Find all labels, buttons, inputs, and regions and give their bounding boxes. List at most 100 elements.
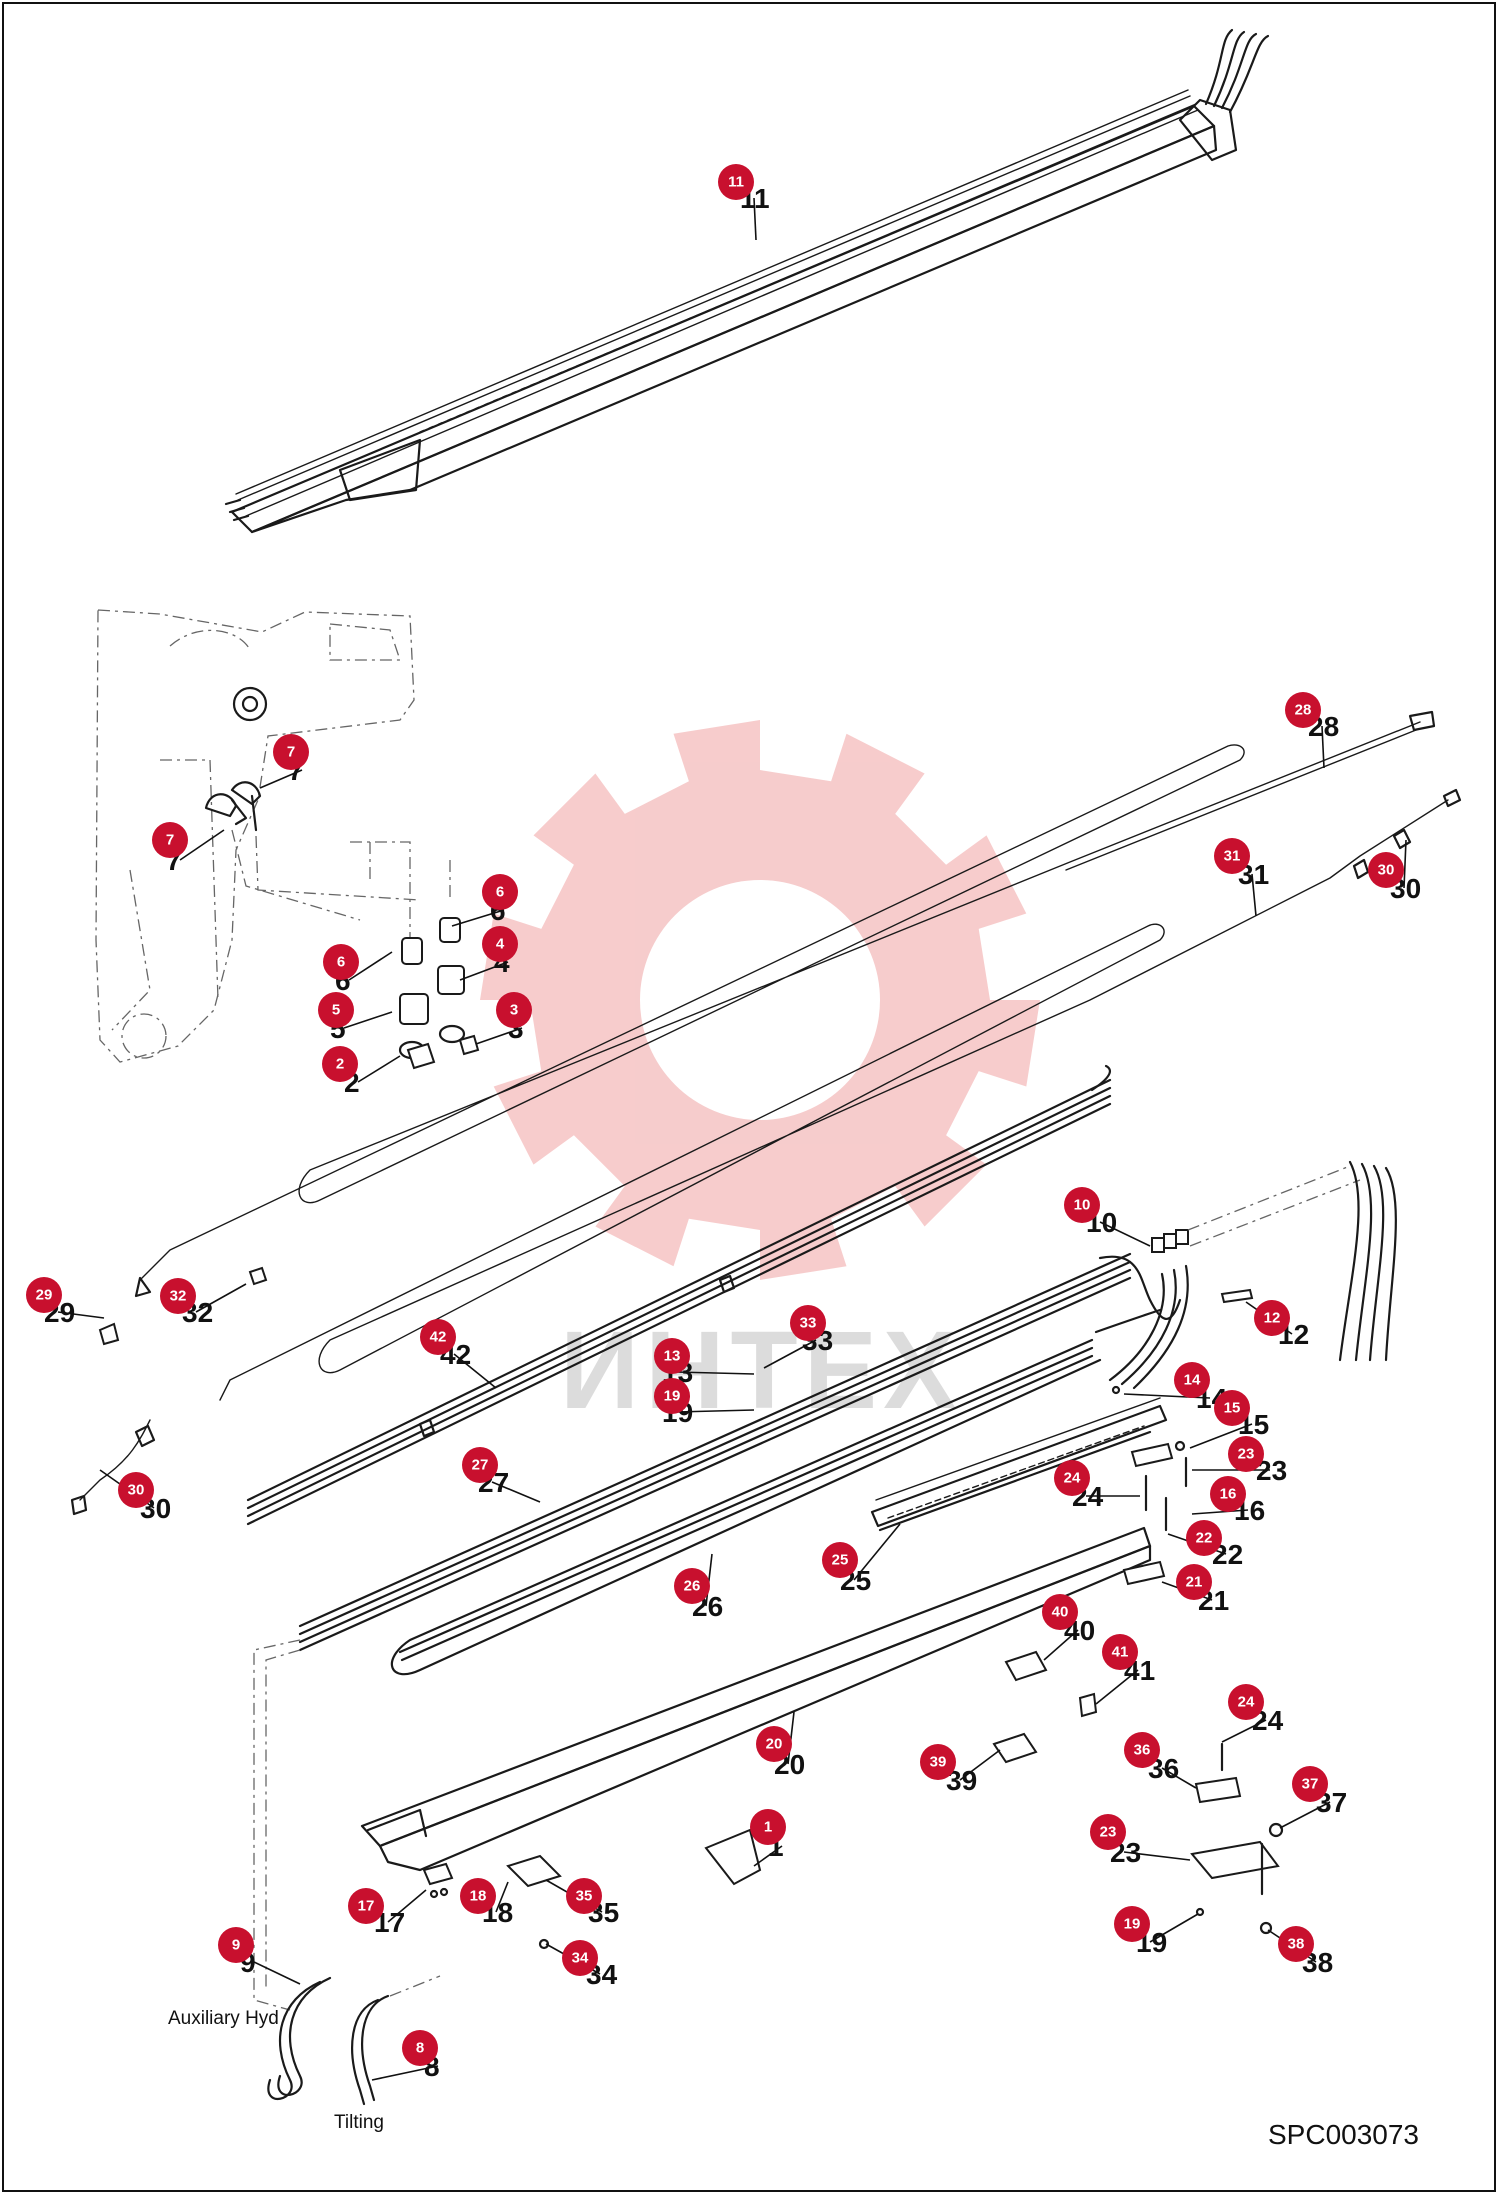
badge-label: 23: [1100, 1824, 1117, 1841]
badge-circle: [1174, 1362, 1210, 1398]
badge-label: 39: [930, 1754, 947, 1771]
badge-label: 14: [1184, 1372, 1201, 1389]
badge-circle: [1214, 838, 1250, 874]
badge-circle: [1064, 1187, 1100, 1223]
badge-circle: [402, 2030, 438, 2066]
badge-label: 6: [496, 884, 504, 901]
badge-label: 25: [832, 1552, 849, 1569]
leader-line: [348, 951, 393, 981]
callout-1: 11: [750, 1809, 786, 1867]
badge-circle: [1228, 1684, 1264, 1720]
badge-circle: [348, 1888, 384, 1924]
badge-label: 18: [470, 1888, 487, 1905]
badge-circle: [482, 874, 518, 910]
leader-line: [675, 1371, 755, 1375]
leader-line: [453, 1353, 497, 1389]
badge-label: 16: [1220, 1486, 1237, 1503]
brackets-19-38: [1190, 1742, 1284, 1935]
leader-line: [1403, 839, 1407, 889]
badge-label: 30: [128, 1482, 145, 1499]
leader-line: [179, 829, 225, 861]
badge-label: 35: [576, 1888, 593, 1905]
leader-line: [1221, 1719, 1267, 1743]
wire-harness-31: [70, 788, 1462, 1516]
hose-fittings-10-12: [1108, 1160, 1397, 1390]
badge-circle: [1042, 1594, 1078, 1630]
badge-label: 40: [1052, 1604, 1069, 1621]
callout-3: 33: [475, 992, 532, 1045]
leader-line: [1279, 1801, 1331, 1829]
leader-line: [1043, 1629, 1079, 1661]
badge-label: 23: [1238, 1446, 1255, 1463]
caption-auxiliary-hyd: Auxiliary Hyd: [168, 2008, 279, 2029]
badge-label: 27: [472, 1457, 489, 1474]
badge-circle: [1292, 1766, 1328, 1802]
leader-line: [459, 961, 509, 981]
badge-label: 41: [1112, 1644, 1129, 1661]
badge-label: 22: [1196, 1530, 1213, 1547]
leader-line: [259, 769, 303, 789]
hose-bundle-42: [246, 1064, 1112, 1526]
badge-circle: [26, 1277, 62, 1313]
leader-line: [1251, 873, 1257, 917]
badge-circle: [1186, 1520, 1222, 1556]
brackets-15-24: [1111, 1385, 1188, 1532]
badge-label: 34: [572, 1950, 589, 1967]
leader-line: [371, 2065, 439, 2081]
badge-label: 12: [1264, 1310, 1281, 1327]
badge-circle: [654, 1338, 690, 1374]
callout-4: 44: [459, 926, 518, 981]
badge-label: 20: [766, 1736, 783, 1753]
badge-label: 9: [232, 1937, 240, 1954]
leader-line: [253, 1961, 301, 1985]
badge-circle: [750, 1809, 786, 1845]
badge-label: 11: [728, 174, 744, 191]
leader-line: [763, 1339, 817, 1369]
badge-circle: [152, 822, 188, 858]
badge-label: 31: [1224, 848, 1241, 865]
badge-label: 33: [800, 1315, 817, 1332]
leader-line: [195, 1283, 247, 1313]
leader-line: [705, 1553, 713, 1607]
badge-label: 24: [1064, 1470, 1081, 1487]
leader-line: [753, 1845, 783, 1867]
leader-line: [1123, 1851, 1191, 1861]
badge-circle: [1054, 1460, 1090, 1496]
callout-6: 66: [451, 874, 518, 927]
badge-label: 13: [664, 1348, 681, 1365]
leader-line: [1099, 1221, 1151, 1247]
leader-line: [357, 1055, 401, 1083]
badge-label: 32: [170, 1288, 187, 1305]
boom-beam-20: [360, 1526, 1166, 1872]
leader-line: [343, 1011, 393, 1029]
badge-label: 19: [1124, 1916, 1141, 1933]
badge-label: 38: [1288, 1936, 1305, 1953]
badge-circle: [1102, 1634, 1138, 1670]
leader-line: [57, 1311, 105, 1319]
badge-circle: [1368, 852, 1404, 888]
badge-circle: [920, 1744, 956, 1780]
hose-bundles-26-27: [253, 1252, 1182, 2011]
badge-label: 26: [684, 1578, 701, 1595]
watermark: ИНТЕХ: [480, 720, 1040, 1432]
